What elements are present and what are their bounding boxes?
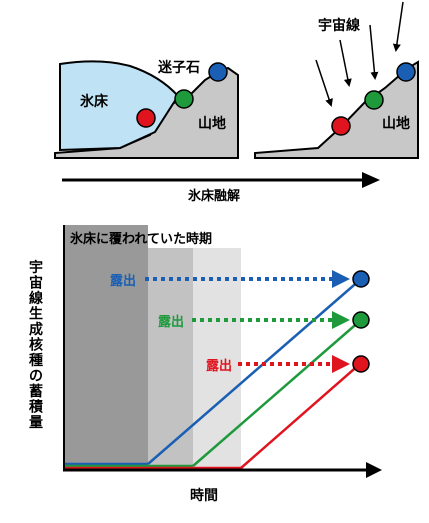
y-axis-label-char: 生 — [29, 306, 43, 323]
y-axis-label-char: 宇 — [29, 259, 43, 276]
endpoint-green — [352, 311, 370, 329]
label-cosmic: 宇宙線 — [318, 17, 360, 34]
y-axis-label-char: 積 — [28, 399, 44, 416]
label-mountain-left: 山地 — [198, 115, 226, 132]
y-axis-label-char: の — [29, 369, 43, 385]
erratic-blue-left — [208, 62, 228, 82]
y-axis-label-char: 蓄 — [29, 383, 43, 400]
cosmic-ray-arrow-3 — [369, 24, 379, 80]
line-green — [192, 319, 362, 467]
endpoint-blue — [352, 270, 370, 288]
shade-light — [193, 248, 241, 470]
erratic-red-left — [136, 108, 156, 128]
erratic-green-right — [364, 90, 384, 110]
erratic-green-left — [174, 89, 194, 109]
y-axis-label-char: 線 — [29, 290, 43, 307]
label-erratic: 迷子石 — [157, 59, 200, 76]
melt-arrow-label: 氷床融解 — [188, 188, 240, 204]
line-red — [240, 362, 362, 469]
right-scene: 山地 宇宙線 — [254, 1, 419, 159]
line-blue — [147, 278, 362, 465]
y-axis-label-char: 種 — [29, 352, 43, 369]
exposure-label-red: 露出 — [206, 358, 232, 374]
cosmic-ray-arrow-4 — [392, 1, 404, 52]
label-glacier: 氷床 — [80, 93, 109, 110]
y-axis-label-char: 宙 — [29, 275, 43, 292]
y-axis-label-char: 成 — [29, 321, 43, 338]
endpoint-red — [352, 355, 370, 373]
y-axis-label-char: 核 — [29, 337, 43, 354]
melt-arrow: 氷床融解 — [62, 172, 380, 204]
erratic-red-right — [331, 116, 351, 136]
left-scene: 氷床 山地 迷子石 — [54, 59, 239, 159]
exposure-label-blue: 露出 — [110, 273, 136, 289]
mountain-right — [254, 60, 419, 159]
cosmic-ray-arrow-1 — [315, 59, 333, 107]
exposure-label-green: 露出 — [158, 314, 184, 330]
erratic-blue-right — [396, 62, 416, 82]
shade-label: 氷床に覆われていた時期 — [70, 231, 212, 247]
label-mountain-right: 山地 — [382, 115, 410, 132]
y-axis-label-char: 量 — [29, 415, 43, 431]
shade-mid — [148, 248, 193, 470]
cosmic-ray-arrow-2 — [339, 39, 352, 87]
x-axis-label: 時間 — [190, 487, 218, 504]
shade-dark — [64, 225, 148, 470]
